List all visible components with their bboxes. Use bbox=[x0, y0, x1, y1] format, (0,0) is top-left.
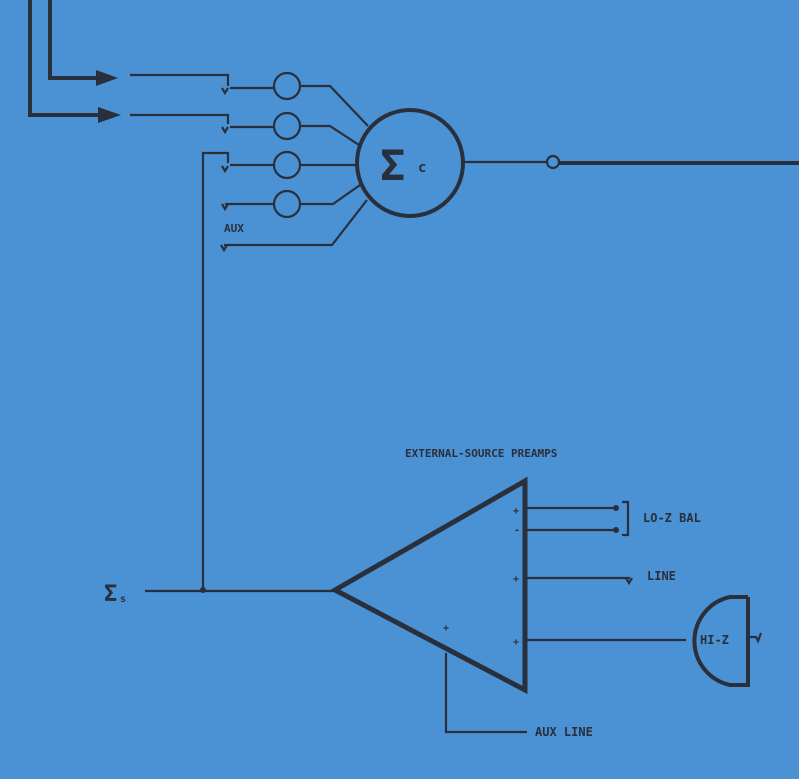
pot-3 bbox=[272, 150, 302, 180]
mixer-subscript: c bbox=[418, 160, 426, 176]
preamp-triangle bbox=[329, 476, 528, 695]
jack-row-2 bbox=[130, 111, 360, 146]
lo-z-bal-input: + - LO-Z BAL bbox=[513, 500, 701, 537]
pot-1 bbox=[272, 71, 302, 101]
input-arrow-lower bbox=[28, 0, 121, 123]
output-line bbox=[464, 154, 799, 170]
input-arrow-upper bbox=[48, 0, 118, 86]
pot-4 bbox=[272, 189, 302, 219]
aux-label: AUX bbox=[224, 222, 244, 235]
mixer-circle bbox=[355, 108, 465, 218]
jack-row-3 bbox=[201, 150, 356, 590]
aux-line-input: + AUX LINE bbox=[443, 623, 593, 739]
jack-row-1 bbox=[130, 71, 369, 127]
svg-text:+: + bbox=[443, 623, 449, 634]
jack-row-4 bbox=[221, 184, 361, 219]
jack-row-5 bbox=[220, 199, 368, 253]
mixer-symbol: Σ bbox=[380, 141, 405, 190]
svg-text:+: + bbox=[513, 506, 519, 517]
line-label: LINE bbox=[647, 569, 676, 583]
svg-text:+: + bbox=[513, 574, 519, 585]
svg-text:+: + bbox=[513, 637, 519, 648]
svg-text:-: - bbox=[514, 525, 520, 536]
aux-line-label: AUX LINE bbox=[535, 725, 593, 739]
source-symbol: Σ bbox=[104, 582, 117, 607]
source-subscript: s bbox=[120, 594, 126, 605]
lo-z-bal-label: LO-Z BAL bbox=[643, 511, 701, 525]
line-input: + LINE bbox=[513, 569, 676, 586]
preamp-title: EXTERNAL-SOURCE PREAMPS bbox=[405, 447, 557, 460]
hi-z-input: + HI-Z bbox=[513, 595, 763, 687]
pot-2 bbox=[272, 111, 302, 141]
hi-z-label: HI-Z bbox=[700, 633, 729, 647]
